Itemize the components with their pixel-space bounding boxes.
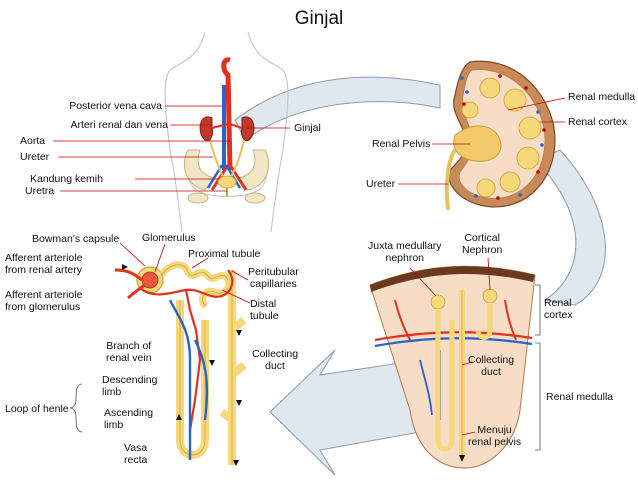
label-descending-limb: Descending limb <box>102 374 158 398</box>
label-afferent-arteriole: Afferent arteriole from renal artery <box>5 252 83 276</box>
zoom-arrow-nephron <box>269 349 421 476</box>
iliac-vessels <box>210 164 248 191</box>
label-posterior-vena-cava: Posterior vena cava <box>69 100 162 112</box>
label-urethra: Uretra <box>25 185 55 197</box>
label-bladder: Kandung kemih <box>30 173 103 185</box>
label-renal-cortex-kidney: Renal cortex <box>568 116 627 128</box>
body-pointer-lines <box>53 105 290 192</box>
label-ureter-kidney: Ureter <box>366 178 396 190</box>
label-renal-pelvis: Renal Pelvis <box>372 138 431 150</box>
aorta-vessel <box>221 57 233 171</box>
label-glomerulus: Glomerulus <box>142 232 196 244</box>
label-vasa-recta: Vasa recta <box>124 442 148 466</box>
label-collecting-duct: Collecting duct <box>252 348 299 372</box>
afferent-arteriole-shape <box>114 268 146 300</box>
label-loop-of-henle: Loop of henle <box>5 403 69 415</box>
zoom-arrow-kidney <box>234 76 441 141</box>
label-ureter-body: Ureter <box>20 151 50 163</box>
section-pointer-lines <box>409 257 491 436</box>
right-kidney <box>241 116 255 142</box>
label-kidney: Ginjal <box>294 122 321 134</box>
label-efferent-arteriole: Afferent arteriole from glomerulus <box>5 289 83 313</box>
loop-bracket <box>69 383 83 433</box>
loop-of-henle-shape <box>176 300 209 459</box>
label-to-renal-pelvis: Menuju renal pelvis <box>468 424 522 448</box>
label-renal-medulla-section: Renal medulla <box>546 391 614 403</box>
label-bowmans-capsule: Bowman's capsule <box>32 233 120 245</box>
proximal-tubule-shape <box>159 261 233 309</box>
kidney-section-wedge <box>369 265 536 469</box>
label-peritubular-capillaries: Peritubular capillaries <box>248 266 299 290</box>
label-juxta-medullary-nephron: Juxta medullary nephron <box>368 240 442 264</box>
label-renal-cortex-section: Renal cortex <box>544 297 573 321</box>
left-kidney <box>199 116 213 142</box>
renal-vein-branch-shape <box>168 299 209 460</box>
nephron-illustration <box>114 261 247 466</box>
label-ascending-limb: Ascending limb <box>104 407 154 431</box>
label-distal-tubule: Distal tubule <box>250 298 279 322</box>
kidney-pointer-lines <box>398 97 566 185</box>
bladder-organ <box>217 175 237 189</box>
section-brackets <box>535 284 541 451</box>
kidney-cross-section <box>444 60 556 211</box>
label-renal-artery-vein: Arteri renal dan vena <box>70 119 168 131</box>
label-renal-medulla-kidney: Renal medulla <box>568 91 636 103</box>
label-collecting-duct-section: Collecting duct <box>468 354 515 378</box>
nephron-pointer-lines <box>119 242 251 304</box>
label-branch-renal-vein: Branch of renal vein <box>106 340 152 364</box>
label-aorta: Aorta <box>20 135 46 147</box>
label-cortical-nephron: Cortical Nephron <box>462 232 503 256</box>
label-proximal-tubule: Proximal tubule <box>188 248 261 260</box>
collecting-duct-shape <box>219 270 247 465</box>
zoom-arrow-section <box>534 149 606 306</box>
renal-pelvis-shape <box>453 125 502 162</box>
diagram-title: Ginjal <box>294 8 344 29</box>
